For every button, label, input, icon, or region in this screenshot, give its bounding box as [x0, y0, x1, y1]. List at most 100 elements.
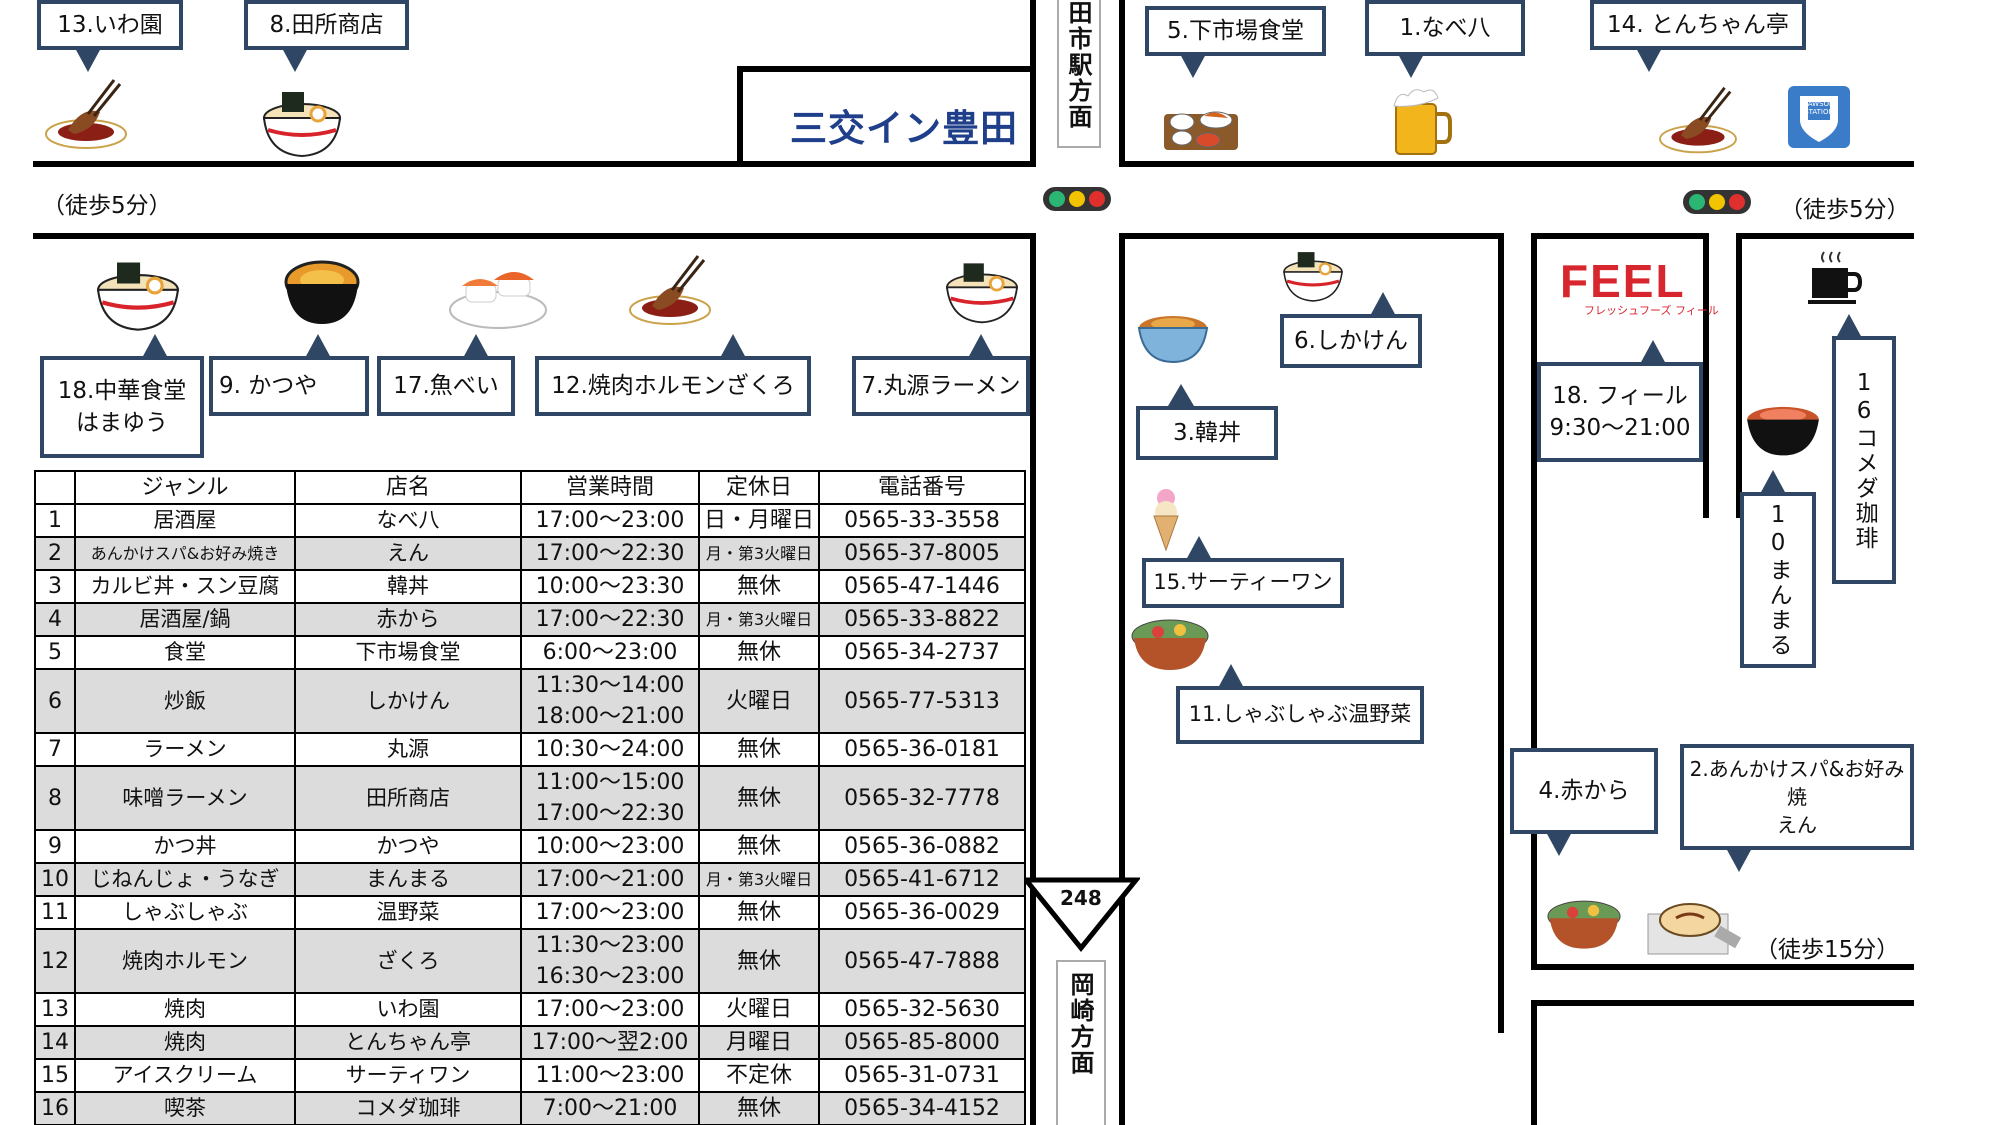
- route-248-sign: [1022, 877, 1140, 952]
- cell-genre: 食堂: [74, 635, 296, 670]
- cell-genre: 居酒屋/鍋: [74, 602, 296, 637]
- road-mid-right-a: [1119, 233, 1504, 239]
- gyudon-icon: [1137, 316, 1209, 364]
- cell-tel: 0565-36-0882: [818, 829, 1026, 864]
- ice-cream-icon: [1153, 489, 1179, 552]
- feel-logo: FEEL: [1560, 255, 1686, 307]
- hours-line: 11:30〜14:00: [535, 673, 685, 698]
- label-akakara: 4.赤から: [1510, 748, 1658, 834]
- road-mid-right-c: [1736, 233, 1914, 239]
- cell-tel: 0565-33-8822: [818, 602, 1026, 637]
- bubble-tail: [1186, 536, 1212, 560]
- yakiniku-plate-icon: [45, 79, 127, 149]
- cell-name: 赤から: [294, 602, 522, 637]
- lawson-label: LAWSON STATION: [1803, 100, 1835, 116]
- cell-tel: 0565-36-0181: [818, 732, 1026, 767]
- lawson-icon: [1788, 86, 1850, 148]
- cell-name: かつや: [294, 829, 522, 864]
- road-main-west: [1030, 0, 1036, 167]
- road-bottom-right: [1531, 964, 1914, 970]
- cell-name: えん: [294, 536, 522, 571]
- cell-closed: 無休: [698, 732, 820, 767]
- ramen-bowl-icon: [945, 263, 1019, 324]
- col-no: [34, 470, 76, 505]
- cell-genre: アイスクリーム: [74, 1058, 296, 1093]
- cell-tel: 0565-47-7888: [818, 928, 1026, 994]
- label-hamayuu: 18.中華食堂 はまゆう: [40, 356, 204, 458]
- bubble-tail: [1370, 292, 1396, 316]
- cell-no: 9: [34, 829, 76, 864]
- cell-name: なべ八: [294, 503, 522, 538]
- cell-genre: じねんじょ・うなぎ: [74, 862, 296, 897]
- yakiniku-plate-icon: [1659, 86, 1737, 154]
- label-tonchan: 14. とんちゃん亭: [1590, 0, 1806, 50]
- label-iwaen: 13.いわ園: [37, 0, 183, 50]
- road-side-5: [1531, 1000, 1537, 1125]
- road-main-east: [1119, 0, 1125, 167]
- cell-hours: 17:00〜23:00: [520, 503, 700, 538]
- col-genre: ジャンル: [74, 470, 296, 505]
- cell-hours: 11:00〜23:00: [520, 1058, 700, 1093]
- walk-time-far: （徒歩15分）: [1755, 937, 1900, 963]
- cell-hours: 17:00〜22:30: [520, 602, 700, 637]
- col-name: 店名: [294, 470, 522, 505]
- col-hours: 営業時間: [520, 470, 700, 505]
- cell-closed: 無休: [698, 895, 820, 930]
- cell-no: 2: [34, 536, 76, 571]
- cell-no: 5: [34, 635, 76, 670]
- cell-closed: 日・月曜日: [698, 503, 820, 538]
- cell-name: いわ園: [294, 992, 522, 1027]
- ramen-bowl-icon: [1283, 252, 1343, 302]
- walk-time-left: （徒歩5分）: [42, 193, 172, 219]
- cell-name: ざくろ: [294, 928, 522, 994]
- cell-closed: 月・第3火曜日: [698, 536, 820, 571]
- bubble-tail: [1636, 48, 1662, 72]
- bubble-tail: [1398, 54, 1424, 78]
- cell-hours: 17:00〜翌2:00: [520, 1025, 700, 1060]
- cell-no: 11: [34, 895, 76, 930]
- table-header-row: ジャンル 店名 営業時間 定休日 電話番号: [34, 470, 1026, 505]
- cell-name: コメダ珈琲: [294, 1091, 522, 1125]
- cell-no: 8: [34, 765, 76, 831]
- road-top-left: [33, 161, 1036, 167]
- bubble-tail: [1726, 848, 1752, 872]
- cell-closed: 無休: [698, 928, 820, 994]
- cell-genre: 居酒屋: [74, 503, 296, 538]
- label-marugen: 7.丸源ラーメン: [852, 356, 1030, 416]
- cell-tel: 0565-47-1446: [818, 569, 1026, 604]
- okazaki-direction: 岡崎方面: [1066, 972, 1094, 1076]
- cell-closed: 無休: [698, 829, 820, 864]
- walk-time-right: （徒歩5分）: [1780, 197, 1910, 223]
- bubble-tail: [1168, 384, 1194, 406]
- cell-tel: 0565-34-4152: [818, 1091, 1026, 1125]
- bubble-tail: [282, 48, 308, 72]
- label-kandon: 3.韓丼: [1136, 406, 1278, 460]
- bubble-tail: [1640, 340, 1666, 364]
- cell-name: 下市場食堂: [294, 635, 522, 670]
- cell-name: 温野菜: [294, 895, 522, 930]
- road-mid-right-b: [1531, 233, 1709, 239]
- hot-pot-icon: [1547, 900, 1621, 949]
- cell-no: 14: [34, 1025, 76, 1060]
- cell-hours: 17:00〜23:00: [520, 992, 700, 1027]
- set-meal-icon: [1164, 111, 1238, 150]
- cell-closed: 月・第3火曜日: [698, 602, 820, 637]
- cell-name: しかけん: [294, 668, 522, 734]
- cell-genre: 炒飯: [74, 668, 296, 734]
- bubble-tail: [968, 334, 994, 358]
- road-side-2: [1531, 233, 1537, 968]
- cell-genre: かつ丼: [74, 829, 296, 864]
